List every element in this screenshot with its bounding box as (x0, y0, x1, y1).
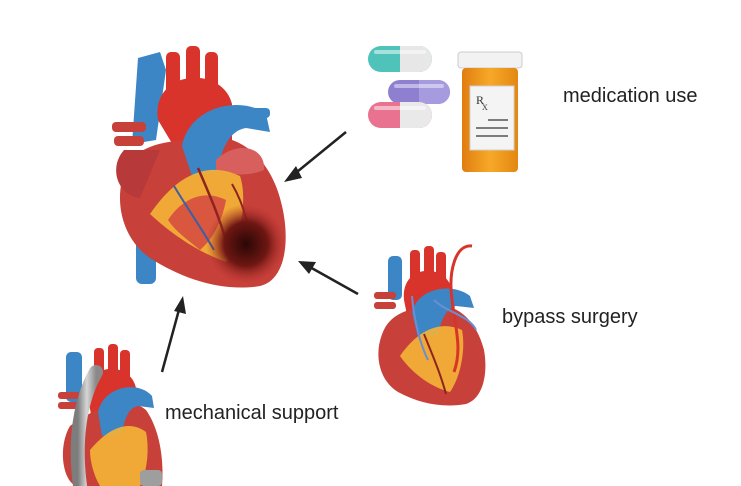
pump-tube-icon (70, 365, 103, 486)
arrow-icon (298, 261, 359, 296)
bypass-surgery-label: bypass surgery (502, 306, 638, 328)
bypass-heart-icon (374, 244, 486, 406)
bypass-graft-icon (449, 244, 473, 373)
pill-bottle-icon: R X (457, 51, 523, 172)
main-heart-icon (112, 46, 286, 288)
mechanical-support-label: mechanical support (165, 402, 339, 424)
rx-symbol-x: X (482, 103, 488, 112)
arrow-icon (160, 296, 186, 373)
pill-icon (368, 102, 432, 128)
rx-symbol-r: R (476, 93, 484, 107)
pill-icon (388, 80, 450, 104)
pill-icon (368, 46, 432, 72)
medication-use-label: medication use (563, 85, 698, 107)
arrow-icon (284, 131, 347, 182)
mechanical-heart-icon (58, 344, 163, 486)
